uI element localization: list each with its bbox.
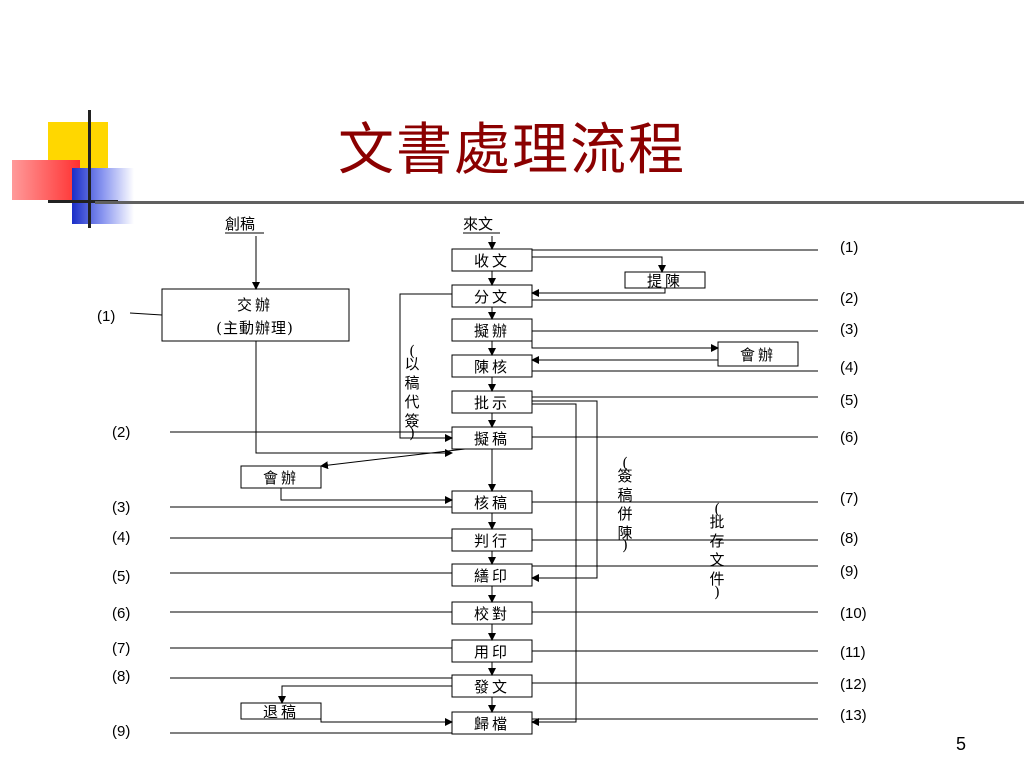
svg-text:批: 批: [709, 513, 724, 531]
page-title: 文書處理流程: [338, 118, 686, 183]
left-number-4: (4): [112, 529, 130, 546]
svg-text:繕印: 繕印: [474, 567, 510, 585]
svg-text:代: 代: [404, 393, 419, 411]
right-number-6: (6): [840, 429, 858, 446]
svg-text:稿: 稿: [617, 486, 632, 504]
svg-text:交辦: 交辦: [237, 296, 273, 314]
note-qiangao-bingchen: ( 簽 稿 併 陳 ): [617, 454, 632, 554]
svg-text:會辦: 會辦: [740, 346, 776, 364]
svg-text:判行: 判行: [474, 532, 510, 550]
right-number-7: (7): [840, 490, 858, 507]
page-number: 5: [955, 734, 966, 754]
svg-text:會辦: 會辦: [263, 469, 299, 487]
svg-text:簽: 簽: [617, 467, 632, 485]
step-box-4: 陳核: [451, 354, 533, 378]
step-box-11: 用印: [451, 639, 533, 663]
step-box-9: 繕印: [451, 563, 533, 587]
note-yigao-daiqian: ( 以 稿 代 簽 ): [404, 342, 419, 442]
left-number-1: (1): [97, 308, 115, 325]
svg-text:提陳: 提陳: [647, 272, 683, 290]
left-number-2: (2): [112, 424, 130, 441]
right-number-5: (5): [840, 392, 858, 409]
left-number-7: (7): [112, 640, 130, 657]
svg-text:歸檔: 歸檔: [474, 715, 510, 733]
step-box-8: 判行: [451, 528, 533, 552]
svg-text:核稿: 核稿: [474, 494, 510, 512]
svg-text:存: 存: [709, 532, 724, 550]
title-underline: [95, 201, 1024, 204]
deco-horizontal-bar: [48, 200, 118, 203]
svg-text:(: (: [622, 454, 628, 472]
svg-text:文: 文: [709, 551, 724, 569]
deco-blue-square: [72, 168, 134, 224]
svg-text:簽: 簽: [404, 412, 419, 430]
svg-text:陳: 陳: [617, 524, 632, 542]
svg-text:用印: 用印: [474, 643, 510, 661]
step-box-6: 擬稿: [451, 426, 533, 450]
box-tuigao: 退稿: [240, 702, 322, 721]
left-number-9: (9): [112, 723, 130, 740]
box-jiaoban: 交辦 (主動辦理): [161, 288, 350, 342]
deco-red-square: [12, 160, 80, 200]
right-number-4: (4): [840, 359, 858, 376]
label-incoming: 來文: [463, 215, 493, 233]
right-number-9: (9): [840, 563, 858, 580]
svg-text:(: (: [409, 342, 415, 360]
step-box-5: 批示: [451, 390, 533, 414]
right-number-1: (1): [840, 239, 858, 256]
step-box-12: 發文: [451, 674, 533, 698]
right-number-2: (2): [840, 290, 858, 307]
svg-text:以: 以: [404, 355, 419, 373]
svg-text:併: 併: [617, 505, 632, 523]
step-box-13: 歸檔: [451, 711, 533, 735]
svg-text:退稿: 退稿: [263, 703, 299, 721]
svg-text:(主動辦理): (主動辦理): [216, 319, 294, 337]
box-huiban-right: 會辦: [717, 341, 799, 367]
svg-text:件: 件: [709, 570, 724, 588]
right-number-10: (10): [840, 605, 867, 622]
step-box-1: 收文: [451, 248, 533, 272]
step-box-3: 擬辦: [451, 318, 533, 342]
deco-vertical-bar: [88, 110, 91, 228]
step-box-7: 核稿: [451, 490, 533, 514]
right-number-8: (8): [840, 530, 858, 547]
svg-text:擬辦: 擬辦: [474, 322, 510, 340]
svg-text:批示: 批示: [474, 394, 510, 412]
step-box-2: 分文: [451, 284, 533, 308]
svg-text:分文: 分文: [474, 288, 510, 306]
step-box-10: 校對: [451, 601, 533, 625]
svg-text:校對: 校對: [474, 605, 510, 623]
svg-text:陳核: 陳核: [474, 358, 510, 376]
left-number-3: (3): [112, 499, 130, 516]
box-huiban-left: 會辦: [240, 465, 322, 489]
svg-text:): ): [714, 583, 720, 601]
right-number-11: (11): [840, 644, 866, 661]
left-number-6: (6): [112, 605, 130, 622]
left-number-8: (8): [112, 668, 130, 685]
left-number-5: (5): [112, 568, 130, 585]
svg-text:稿: 稿: [404, 374, 419, 392]
label-create: 創稿: [225, 215, 255, 233]
svg-text:): ): [622, 536, 628, 554]
right-number-13: (13): [840, 707, 867, 724]
right-number-12: (12): [840, 676, 867, 693]
box-tichen: 提陳: [624, 271, 706, 290]
svg-text:發文: 發文: [474, 678, 510, 696]
svg-text:收文: 收文: [474, 252, 510, 270]
svg-text:擬稿: 擬稿: [474, 430, 510, 448]
svg-text:): ): [409, 424, 415, 442]
svg-text:(: (: [714, 500, 720, 518]
note-picun-wenjian: ( 批 存 文 件 ): [709, 500, 724, 601]
right-number-3: (3): [840, 321, 858, 338]
